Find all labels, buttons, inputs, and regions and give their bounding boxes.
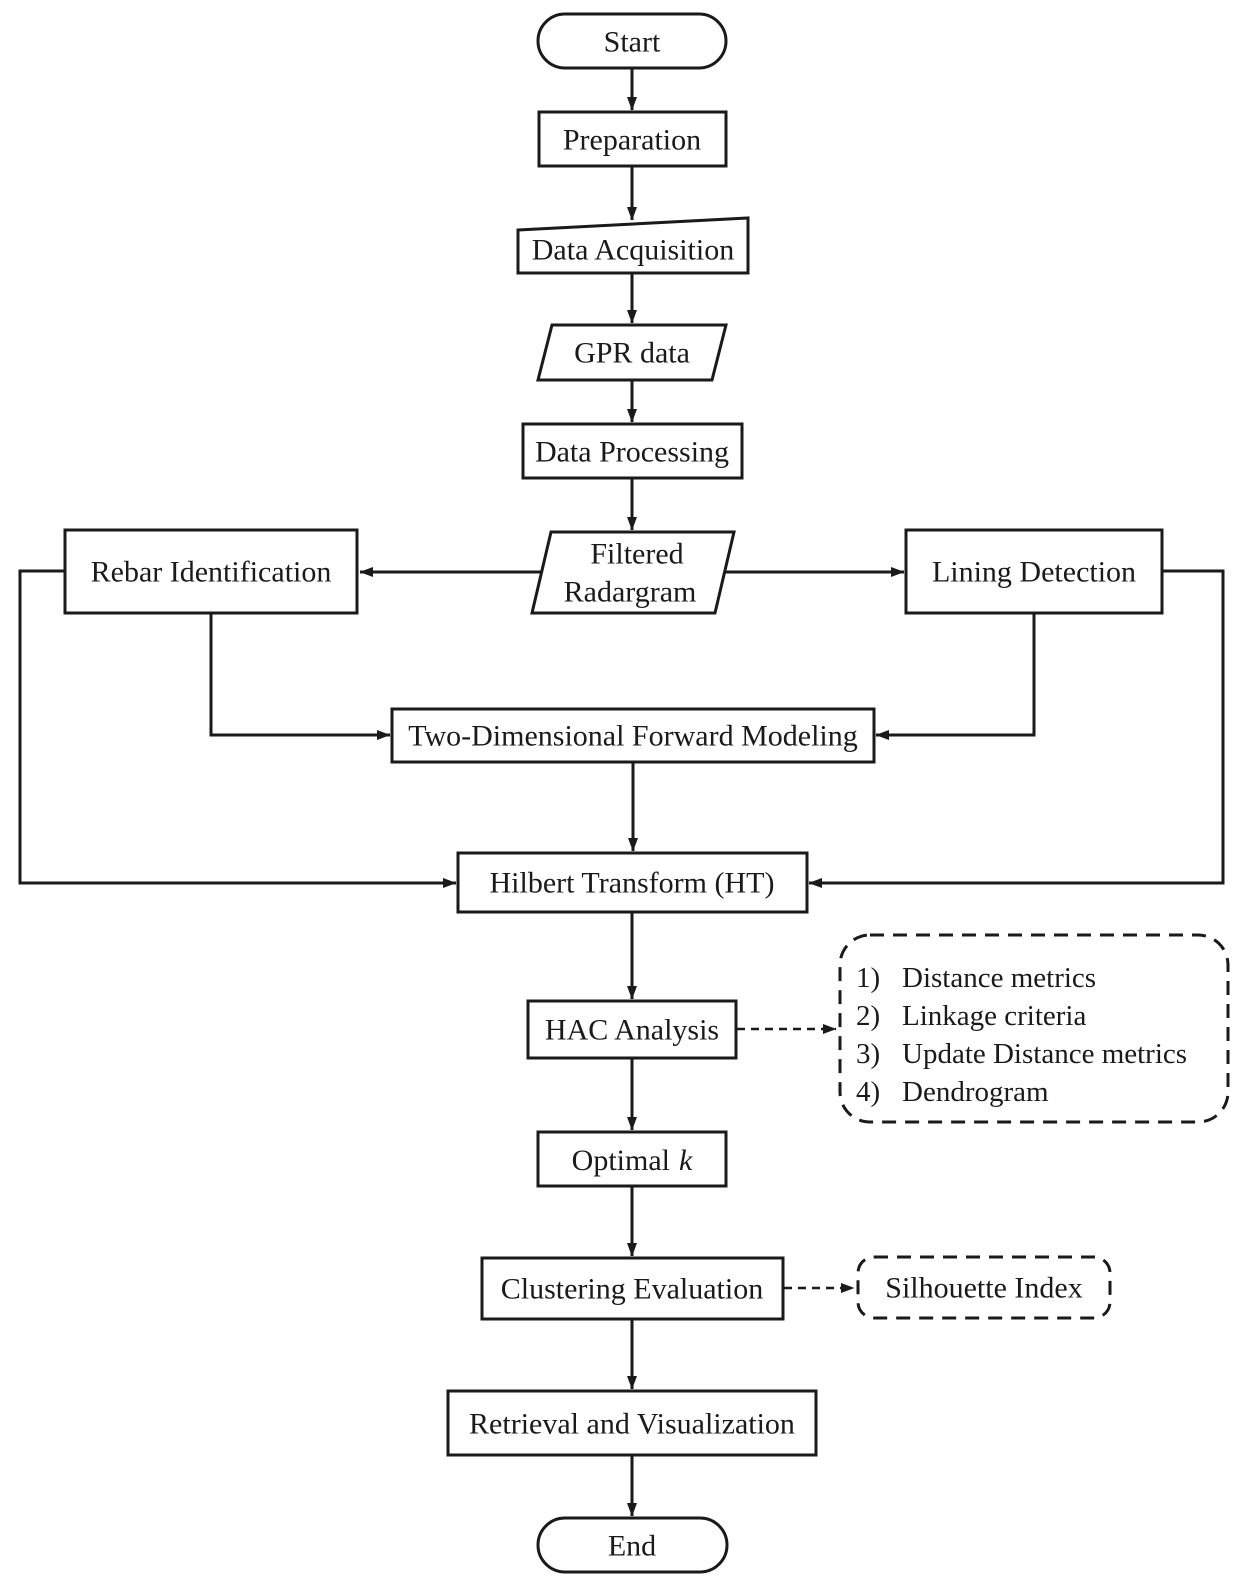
hac-step-4-num: 4) — [856, 1076, 880, 1108]
node-lining-detection: Lining Detection — [904, 528, 1164, 615]
optimal-k-label-prefix: Optimal — [572, 1144, 670, 1177]
hac-analysis-label: HAC Analysis — [545, 1014, 719, 1047]
edge-rebar-identification-to-forward-modeling — [209, 613, 391, 740]
edge-rebar-identification-to-hilbert-transform — [18, 569, 457, 888]
preparation-label: Preparation — [563, 124, 701, 157]
node-data-processing: Data Processing — [521, 422, 744, 480]
retrieval-visualization-label: Retrieval and Visualization — [469, 1408, 795, 1441]
forward-modeling-process-shape — [390, 707, 876, 764]
forward-modeling-label: Two-Dimensional Forward Modeling — [408, 720, 858, 753]
node-end: End — [536, 1516, 729, 1574]
node-forward-modeling: Two-Dimensional Forward Modeling — [390, 707, 876, 764]
end-label: End — [608, 1530, 656, 1563]
lining-detection-process-shape — [904, 528, 1164, 615]
hac-step-3-num: 3) — [856, 1038, 880, 1070]
node-preparation: Preparation — [537, 110, 728, 168]
silhouette-index-label: Silhouette Index — [885, 1272, 1082, 1305]
hac-steps-note-shape — [838, 933, 1230, 1124]
start-label: Start — [604, 26, 661, 59]
optimal-k-label-variable: k — [679, 1144, 693, 1177]
data-processing-process-shape — [521, 422, 744, 480]
edge-lining-detection-to-forward-modeling — [875, 613, 1036, 740]
hac-step-1-num: 1) — [856, 962, 880, 994]
node-hac-analysis: HAC Analysis — [526, 999, 738, 1060]
optimal-k-label: Optimal k — [572, 1144, 693, 1177]
node-optimal-k: Optimal k — [536, 1130, 728, 1188]
node-clustering-evaluation: Clustering Evaluation — [480, 1256, 785, 1321]
silhouette-index-note: Silhouette Index — [856, 1255, 1112, 1320]
hac-step-3-label: Update Distance metrics — [902, 1038, 1187, 1070]
end-terminator-shape — [536, 1516, 729, 1574]
retrieval-visualization-process-shape — [446, 1389, 818, 1457]
data-processing-label: Data Processing — [535, 436, 729, 469]
edge-lining-detection-to-hilbert-transform — [808, 569, 1225, 888]
hilbert-transform-label: Hilbert Transform (HT) — [490, 867, 775, 900]
hac-analysis-process-shape — [526, 999, 738, 1060]
hac-step-2-label: Linkage criteria — [902, 1000, 1086, 1032]
lining-detection-label: Lining Detection — [932, 556, 1136, 589]
clustering-evaluation-process-shape — [480, 1256, 785, 1321]
node-rebar-identification: Rebar Identification — [63, 528, 359, 615]
gpr-data-parallelogram-shape — [536, 323, 728, 382]
filtered-radargram-label-line2: Radargram — [564, 576, 697, 609]
node-gpr-data: GPR data — [536, 323, 728, 382]
rebar-identification-process-shape — [63, 528, 359, 615]
data-acquisition-manual-input-shape — [516, 216, 750, 275]
hilbert-transform-process-shape — [456, 851, 809, 914]
start-terminator-shape — [536, 12, 728, 70]
node-hilbert-transform: Hilbert Transform (HT) — [456, 851, 809, 914]
clustering-evaluation-label: Clustering Evaluation — [501, 1273, 763, 1306]
data-acquisition-label: Data Acquisition — [532, 234, 734, 267]
hac-step-1-label: Distance metrics — [902, 962, 1096, 994]
node-retrieval-visualization: Retrieval and Visualization — [446, 1389, 818, 1457]
node-start: Start — [536, 12, 728, 70]
hac-step-2-num: 2) — [856, 1000, 880, 1032]
filtered-radargram-label-line1: Filtered — [590, 538, 683, 571]
node-data-acquisition: Data Acquisition — [516, 216, 750, 275]
hac-step-4-label: Dendrogram — [902, 1076, 1049, 1108]
gpr-data-label: GPR data — [574, 337, 690, 370]
filtered-radargram-parallelogram-shape — [530, 530, 736, 615]
silhouette-index-note-shape — [856, 1255, 1112, 1320]
optimal-k-process-shape — [536, 1130, 728, 1188]
rebar-identification-label: Rebar Identification — [91, 556, 332, 589]
preparation-process-shape — [537, 110, 728, 168]
hac-steps-note: 1) Distance metrics 2) Linkage criteria … — [838, 933, 1230, 1124]
node-filtered-radargram: Filtered Radargram — [530, 530, 736, 615]
